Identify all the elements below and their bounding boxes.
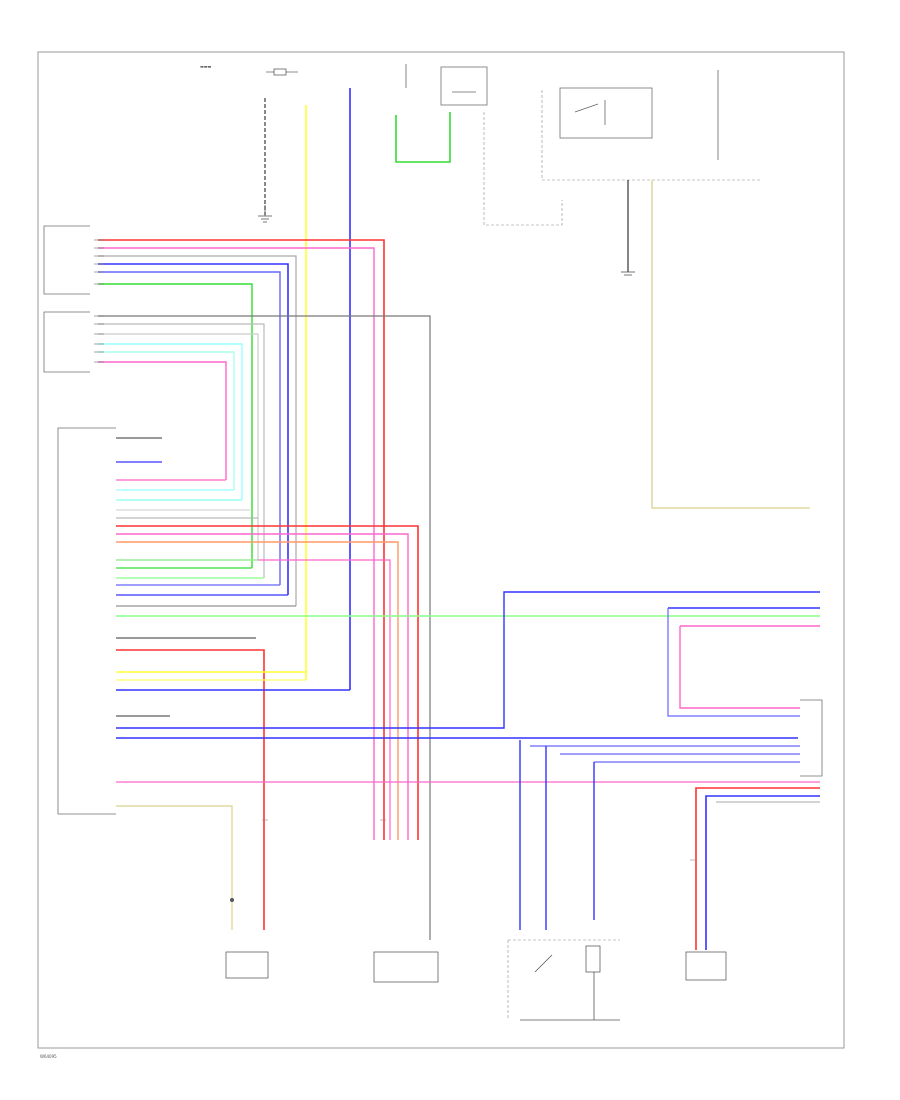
wire-blue-1 xyxy=(98,263,289,595)
wire-green-1 xyxy=(98,283,253,568)
wire-light-blue-2 xyxy=(98,351,235,490)
wire-white-2 xyxy=(98,323,265,578)
climate-control-unit xyxy=(57,427,116,815)
wire-ticks xyxy=(262,819,696,861)
sensor-left xyxy=(225,898,269,979)
wire-light-blue-1 xyxy=(98,343,243,500)
wire-green-top-loop xyxy=(395,64,451,163)
relay-dashed-wire xyxy=(483,112,563,226)
blower-relay xyxy=(559,87,653,139)
actuator-motor xyxy=(373,951,439,983)
right-connector-bracket xyxy=(800,699,823,777)
page-code: W64095 xyxy=(40,1054,57,1059)
connector-stubs-upper xyxy=(94,239,104,363)
sensor-right xyxy=(685,951,727,981)
right-wire-group xyxy=(519,607,820,950)
wire-white-3 xyxy=(98,333,259,560)
ground-right xyxy=(621,180,635,276)
wire-tan-long xyxy=(651,180,810,509)
wire-blue-2 xyxy=(98,271,281,585)
left-panel-upper xyxy=(43,225,90,295)
left-panel-lower xyxy=(43,311,90,373)
wire-pink-top xyxy=(98,247,375,840)
wire-white-1 xyxy=(98,255,297,606)
wire-gray-bus xyxy=(98,315,431,940)
ground-top xyxy=(258,205,272,223)
ac-compressor xyxy=(507,939,620,1021)
top-fuse-label: ▬▬▬ xyxy=(200,64,212,69)
top-fuse xyxy=(264,68,298,215)
diagram-frame xyxy=(37,51,845,1049)
wire-pink-2 xyxy=(98,361,227,480)
wire-red-top xyxy=(98,239,385,840)
top-relay xyxy=(440,66,488,106)
ccu-pin-wires xyxy=(116,437,820,930)
